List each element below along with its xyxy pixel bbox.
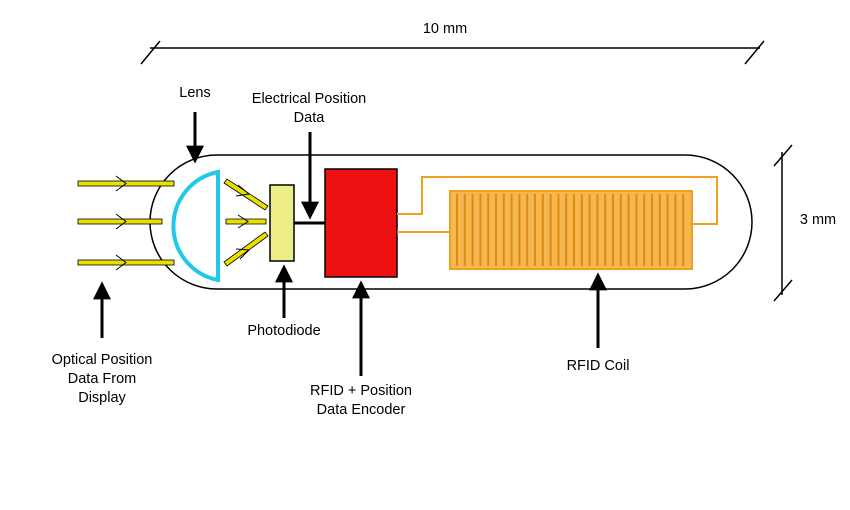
label-arrows xyxy=(93,112,607,376)
diameter-label: 3 mm xyxy=(799,212,837,228)
photodiode-label: Photodiode xyxy=(247,323,321,339)
lens-label: Lens xyxy=(179,85,211,101)
converging-ray-chevrons xyxy=(235,184,251,260)
optical-input-rays xyxy=(77,180,175,266)
optical-position-data-label: Optical Position Data From Display xyxy=(51,352,153,406)
coil-windings xyxy=(456,194,685,266)
encoder-label: RFID + Position Data Encoder xyxy=(310,383,412,418)
rfid-coil xyxy=(449,190,693,270)
lens xyxy=(171,169,220,283)
diameter-dimension-line xyxy=(773,144,793,302)
coil-wiring xyxy=(397,176,718,233)
electrical-position-data-label: Electrical Position Data xyxy=(251,91,367,126)
rfid-coil-label: RFID Coil xyxy=(566,358,630,374)
photodiode xyxy=(269,184,295,262)
ray-direction-chevrons xyxy=(115,175,127,271)
encoder-chip xyxy=(324,168,398,278)
length-label: 10 mm xyxy=(422,21,468,37)
length-dimension-line xyxy=(140,40,765,65)
